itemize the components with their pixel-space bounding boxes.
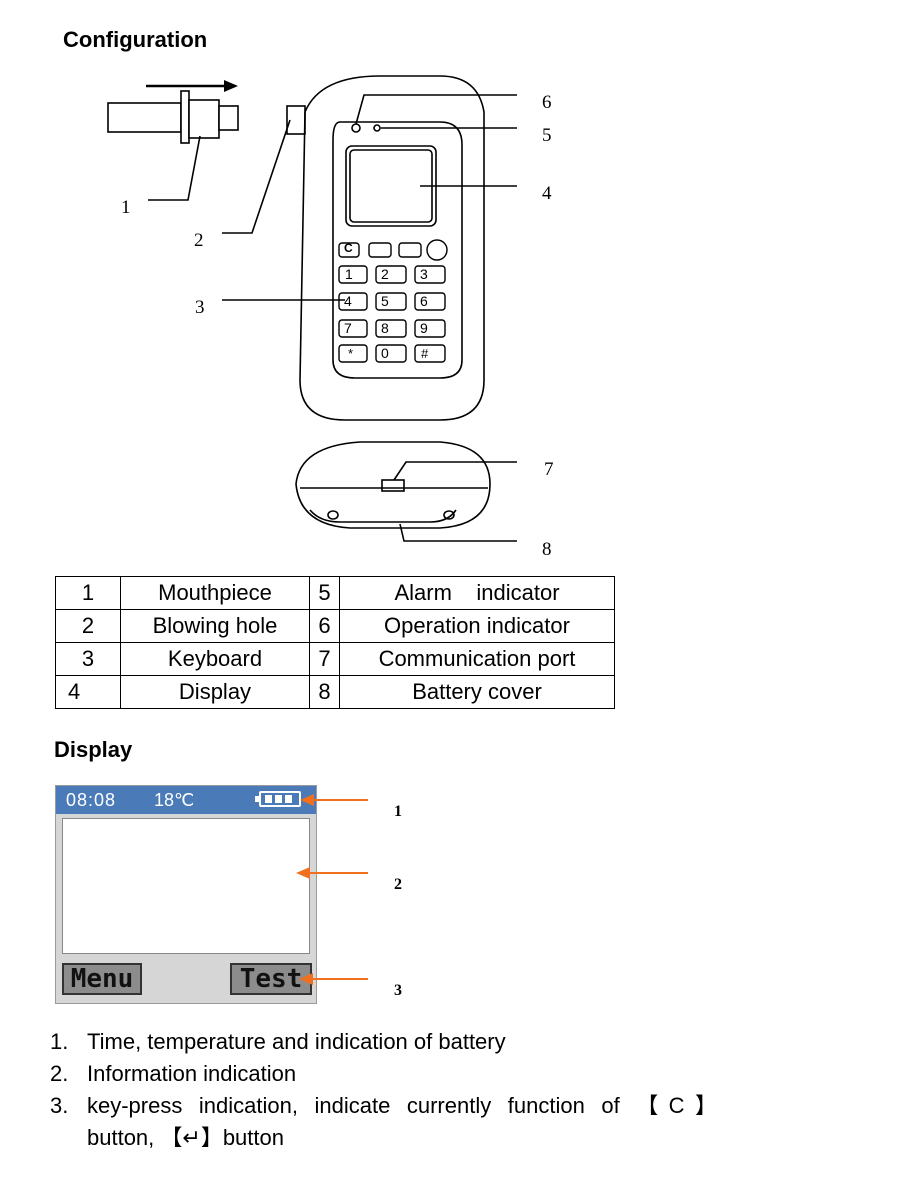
callout-7: 7 [544,459,554,480]
list-number: 1. [50,1029,69,1054]
table-cell: 4 [55,675,121,709]
callout-8: 8 [542,539,552,560]
table-cell: Mouthpiece [120,576,310,610]
list-text: Information indication [87,1061,297,1086]
table-cell: 5 [309,576,340,610]
list-item: 1. Time, temperature and indication of b… [50,1026,750,1058]
key-9: 9 [420,320,428,336]
key-hash: # [421,346,429,361]
callout-2: 2 [194,230,204,251]
table-row: 3 Keyboard 7 Communication port [55,642,615,676]
table-cell: 7 [309,642,340,676]
parts-table: 1 Mouthpiece 5 Alarm indicator 2 Blowing… [55,576,615,709]
key-1: 1 [345,266,353,282]
table-row: 4 Display 8 Battery cover [55,675,615,709]
table-cell: Keyboard [120,642,310,676]
key-0: 0 [381,345,389,361]
device-diagram [107,75,517,542]
list-text: key-press indication, indicate currently… [87,1093,717,1118]
test-softkey[interactable]: Test [230,963,312,995]
table-cell: 6 [309,609,340,643]
temperature-readout: 18℃ [154,790,195,810]
menu-softkey[interactable]: Menu [62,963,142,995]
callout-3: 3 [195,297,205,318]
key-7: 7 [344,320,352,336]
configuration-title: Configuration [63,27,208,52]
display-description-list: 1. Time, temperature and indication of b… [50,1026,750,1154]
key-star: * [348,346,354,361]
key-6: 6 [420,293,428,309]
table-cell: Battery cover [339,675,615,709]
key-2: 2 [381,266,389,282]
callout-1: 1 [121,197,131,218]
key-4: 4 [344,293,352,309]
table-cell: 1 [55,576,121,610]
key-c: C [344,241,353,255]
table-cell: 2 [55,609,121,643]
table-cell: 3 [55,642,121,676]
list-item: 2. Information indication [50,1058,750,1090]
key-3: 3 [420,266,428,282]
list-number: 2. [50,1061,69,1086]
display-callout-3: 3 [394,982,402,999]
callout-4: 4 [542,183,552,204]
key-5: 5 [381,293,389,309]
list-item: 3. key-press indication, indicate curren… [50,1090,750,1154]
table-cell: Operation indicator [339,609,615,643]
information-area [62,818,310,954]
table-row: 2 Blowing hole 6 Operation indicator [55,609,615,643]
display-callout-1: 1 [394,803,402,820]
list-text: button, 【↵】button [87,1125,284,1150]
display-title: Display [54,737,133,762]
callout-6: 6 [542,92,552,113]
key-8: 8 [381,320,389,336]
time-readout: 08:08 [66,790,117,810]
table-cell: Communication port [339,642,615,676]
battery-icon [255,791,301,807]
table-row: 1 Mouthpiece 5 Alarm indicator [55,576,615,610]
callout-5: 5 [542,125,552,146]
table-cell: Blowing hole [120,609,310,643]
table-cell: 8 [309,675,340,709]
display-callout-2: 2 [394,876,402,893]
list-text: Time, temperature and indication of batt… [87,1029,506,1054]
status-bar: 08:08 18℃ [56,786,316,814]
display-screen: 08:08 18℃ Menu Test [55,785,317,1004]
table-cell: Display [120,675,310,709]
list-number: 3. [50,1093,69,1118]
table-cell: Alarm indicator [339,576,615,610]
